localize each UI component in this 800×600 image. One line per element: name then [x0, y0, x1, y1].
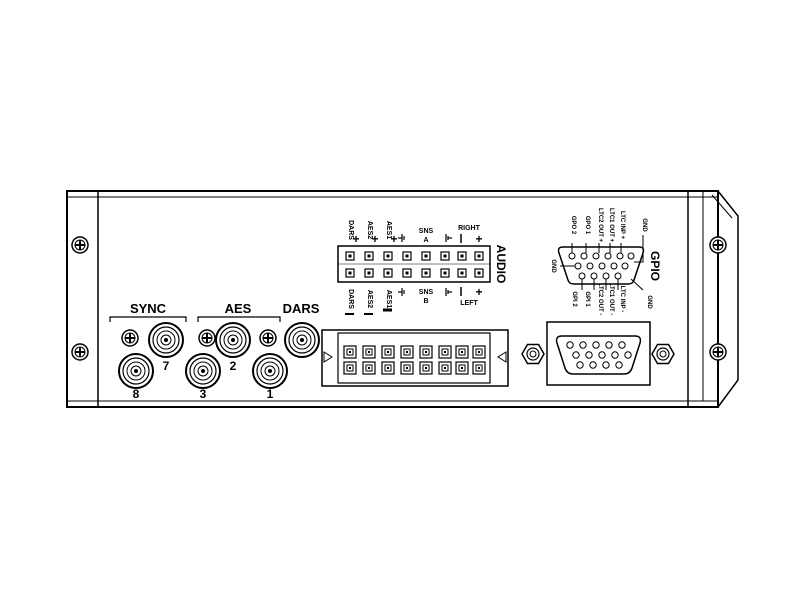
ear-screw-bottom-right [709, 343, 727, 361]
bnc-number-1: 1 [267, 387, 274, 401]
audio-bottom-aes1: AES1 [385, 290, 392, 308]
audio-top-right-plus: + [475, 232, 482, 246]
bnc-connector-1[interactable] [252, 353, 288, 389]
audio-top-labels: DARS AES2 AES1 + + + SNS A RIGHT + [347, 220, 483, 246]
audio-bottom-dars: DARS [347, 289, 354, 309]
audio-top-dars: DARS [347, 220, 354, 240]
audio-bottom-labels: DARS AES2 AES1 SNS B LEFT + [345, 285, 483, 315]
gpio-db15-connector[interactable] [546, 321, 651, 386]
gpio-bottom-label-1: LTC1 OUT - [608, 283, 614, 316]
gpio-bottom-labels: LTC INP - LTC1 OUT - LTC2 OUT - GPI 1 GP… [571, 283, 625, 316]
audio-top-dars-plus: + [352, 232, 359, 246]
audio-top-aes1-plus: + [390, 232, 397, 246]
gpio-top-label-4: GPO 1 [584, 216, 590, 235]
gpio-bottom-label-2: LTC2 OUT - [597, 283, 603, 316]
sync-label: SYNC [130, 301, 167, 316]
ear-screw-bottom-left [71, 343, 89, 361]
audio-top-right: RIGHT [458, 225, 481, 232]
gpio-top-label-1: LTC INP + [619, 211, 625, 239]
audio-ground-symbols [398, 234, 452, 296]
audio-bottom-b: B [423, 298, 428, 305]
audio-top-a: A [423, 237, 428, 244]
gpio-top-label-0: GND [641, 218, 647, 232]
dars-label: DARS [283, 301, 320, 316]
sync-group: SYNC [109, 301, 187, 322]
aes-screw-right [259, 329, 277, 347]
audio-top-aes2: AES2 [366, 221, 373, 239]
bnc-connector-7[interactable] [148, 322, 184, 358]
gpio-top-label-3: LTC2 OUT + [597, 208, 603, 243]
audio-top-sns: SNS [419, 228, 434, 235]
gpio-label: GPIO [648, 251, 662, 281]
gpio-gnd-left: GND [550, 259, 556, 273]
ear-screw-top-right [709, 236, 727, 254]
chassis-outline [66, 190, 739, 408]
audio-bottom-left: LEFT [460, 300, 478, 307]
gpio-gnd-right: GND [646, 295, 652, 309]
audio-label: AUDIO [494, 245, 508, 284]
audio-bottom-sns: SNS [419, 289, 434, 296]
bnc-connector-8[interactable] [118, 353, 154, 389]
gpio-bottom-label-0: LTC INP - [619, 286, 625, 312]
aes-group: AES [197, 301, 281, 322]
audio-bottom-aes2: AES2 [366, 290, 373, 308]
gpio-jackscrew-left [521, 343, 545, 365]
audio-pinout-diagram [337, 245, 491, 283]
bnc-number-3: 3 [200, 387, 207, 401]
gpio-bottom-label-4: GPI 2 [571, 291, 577, 307]
gpio-top-labels: GND LTC INP + LTC1 OUT + LTC2 OUT + GPO … [570, 208, 647, 243]
bnc-number-2: 2 [230, 359, 237, 373]
bnc-connector-2[interactable] [215, 322, 251, 358]
audio-terminal-connector[interactable] [321, 329, 509, 387]
bnc-number-8: 8 [133, 387, 140, 401]
bnc-connector-dars[interactable] [284, 322, 320, 358]
gpio-top-label-5: GPO 2 [570, 216, 576, 235]
gpio-jackscrew-right [651, 343, 675, 365]
aes-screw-left [198, 329, 216, 347]
bnc-connector-3[interactable] [185, 353, 221, 389]
gpio-bottom-label-3: GPI 1 [584, 291, 590, 307]
audio-bottom-left-plus: + [475, 285, 482, 299]
bnc-number-7: 7 [163, 359, 170, 373]
audio-top-aes2-plus: + [371, 232, 378, 246]
audio-top-aes1: AES1 [385, 221, 392, 239]
sync-screw [121, 329, 139, 347]
ear-screw-top-left [71, 236, 89, 254]
gpio-pinout-diagram: GND GND [550, 235, 652, 309]
gpio-top-label-2: LTC1 OUT + [608, 208, 614, 243]
aes-label: AES [225, 301, 252, 316]
